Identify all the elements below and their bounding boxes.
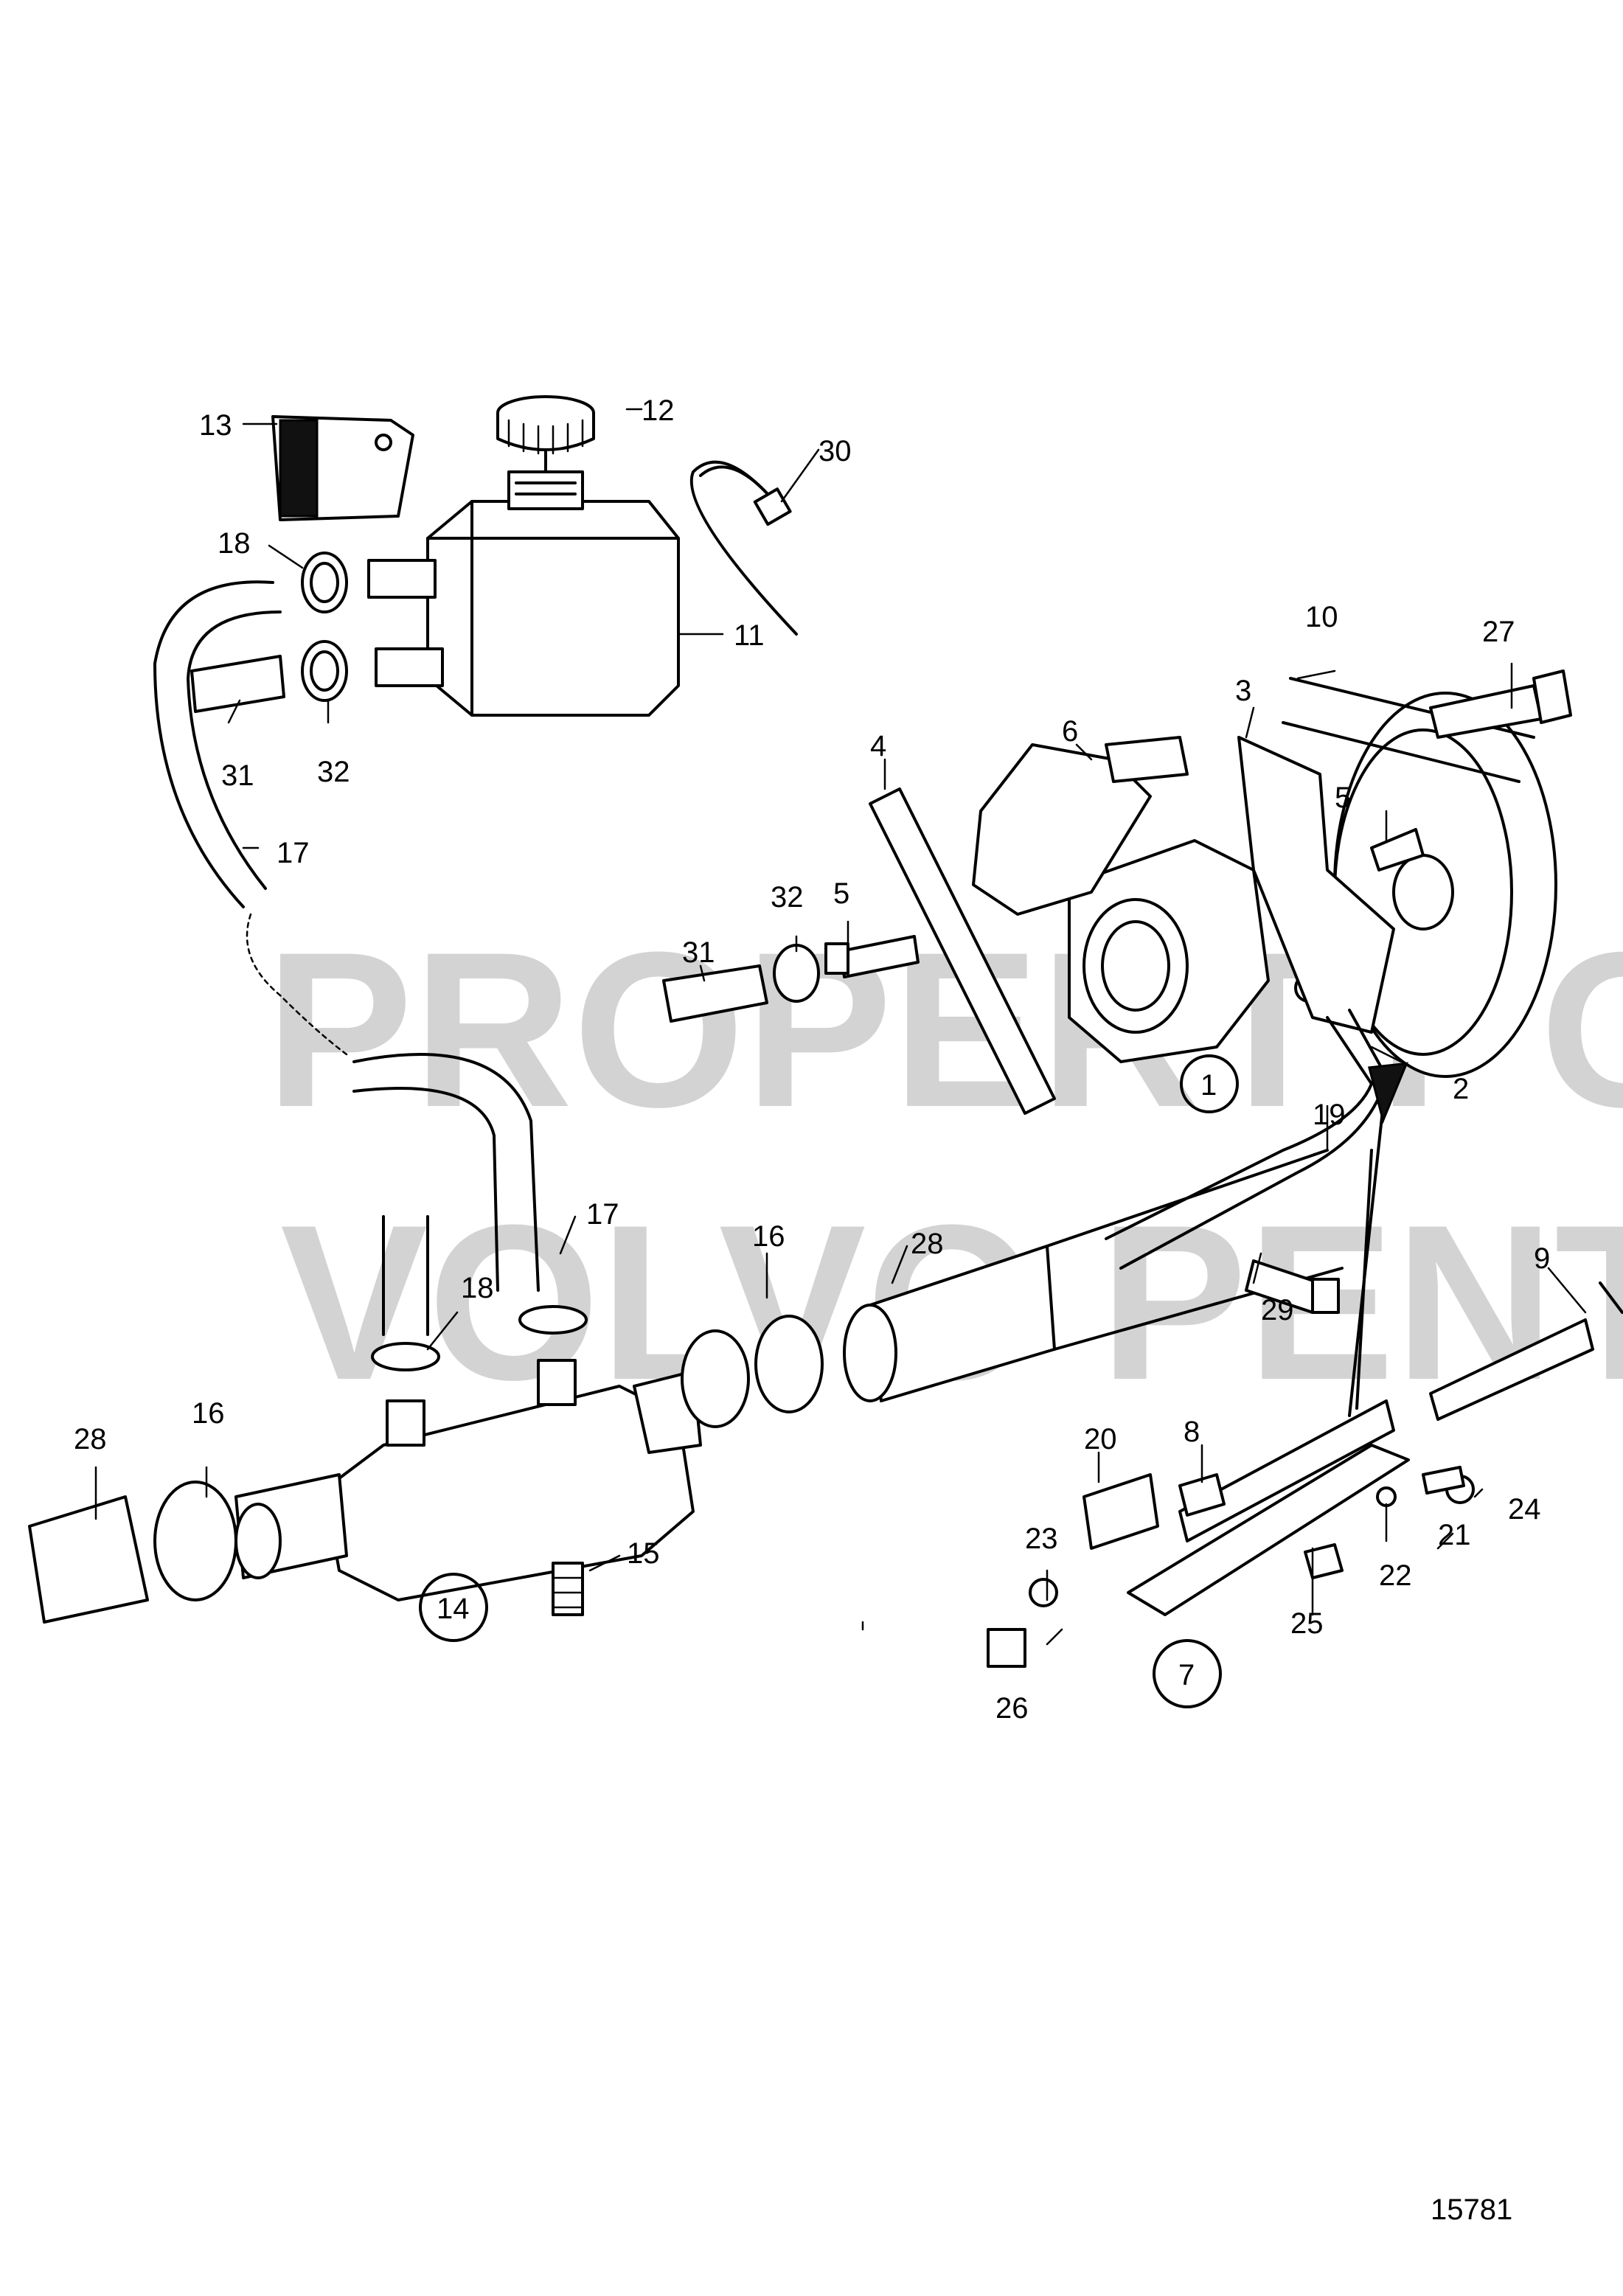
callout-3: 3 [1235, 675, 1251, 707]
callout-18-lower: 18 [461, 1272, 494, 1304]
reservoir-tank [367, 441, 680, 717]
callout-18-upper: 18 [218, 527, 251, 560]
callout-circles [419, 1054, 1239, 1708]
bolts-5-29 [824, 828, 1425, 1314]
callout-24: 24 [1508, 1493, 1541, 1526]
assembly-arrow [1348, 1062, 1408, 1417]
callout-5-right: 5 [1335, 782, 1351, 814]
callout-16-top: 16 [752, 1220, 785, 1253]
callout-20: 20 [1084, 1423, 1117, 1455]
callout-4: 4 [870, 730, 886, 762]
callout-22: 22 [1379, 1559, 1412, 1592]
leader-lines [94, 408, 1587, 1646]
callout-17-upper: 17 [277, 837, 310, 869]
callout-5-left: 5 [833, 877, 849, 910]
callout-21: 21 [1438, 1519, 1471, 1551]
lower-hoses [352, 944, 820, 1336]
tank-bracket [271, 415, 414, 521]
callout-10: 10 [1305, 601, 1338, 633]
callout-29: 29 [1261, 1294, 1294, 1326]
callout-8: 8 [1184, 1416, 1200, 1448]
callout-7: 7 [1178, 1659, 1195, 1691]
callout-23: 23 [1025, 1523, 1058, 1555]
callout-15: 15 [627, 1537, 660, 1570]
callout-31-lower: 31 [682, 936, 715, 969]
callout-12: 12 [642, 394, 675, 427]
oil-cooler [234, 1359, 702, 1616]
upper-hoses [153, 580, 348, 1056]
callout-6: 6 [1062, 715, 1078, 748]
callout-27: 27 [1482, 616, 1515, 648]
callout-26: 26 [995, 1692, 1029, 1725]
callout-14: 14 [437, 1593, 470, 1625]
callout-9: 9 [1534, 1242, 1550, 1275]
cable-tie [689, 460, 798, 636]
reservoir-cap [496, 395, 595, 455]
mounting-brackets [869, 736, 1395, 1115]
callout-32-lower: 32 [771, 881, 804, 914]
main-hoses-28 [28, 1149, 1344, 1624]
callout-11: 11 [734, 619, 765, 652]
callout-2: 2 [1453, 1073, 1469, 1105]
bolt-27 [1429, 669, 1572, 739]
power-steering-pump [1068, 839, 1324, 1063]
callout-1: 1 [1200, 1069, 1217, 1102]
lower-hose-clamps-18 [371, 1305, 588, 1371]
upper-hose-clamps [301, 552, 348, 702]
callout-28-right: 28 [911, 1228, 944, 1260]
callout-31-upper: 31 [221, 759, 254, 792]
callout-28-left: 28 [74, 1423, 107, 1455]
drawing-number: 15781 [1431, 2194, 1512, 2226]
callout-19: 19 [1313, 1099, 1346, 1131]
callout-17-lower: 17 [586, 1198, 619, 1231]
callout-16-left: 16 [192, 1397, 225, 1430]
callout-30: 30 [819, 435, 852, 467]
callout-32-upper: 32 [317, 756, 350, 788]
callout-labels: 13 12 30 18 11 31 32 17 10 27 3 6 4 5 5 … [74, 394, 1550, 1725]
callout-25: 25 [1290, 1607, 1324, 1640]
callout-13: 13 [199, 409, 232, 442]
